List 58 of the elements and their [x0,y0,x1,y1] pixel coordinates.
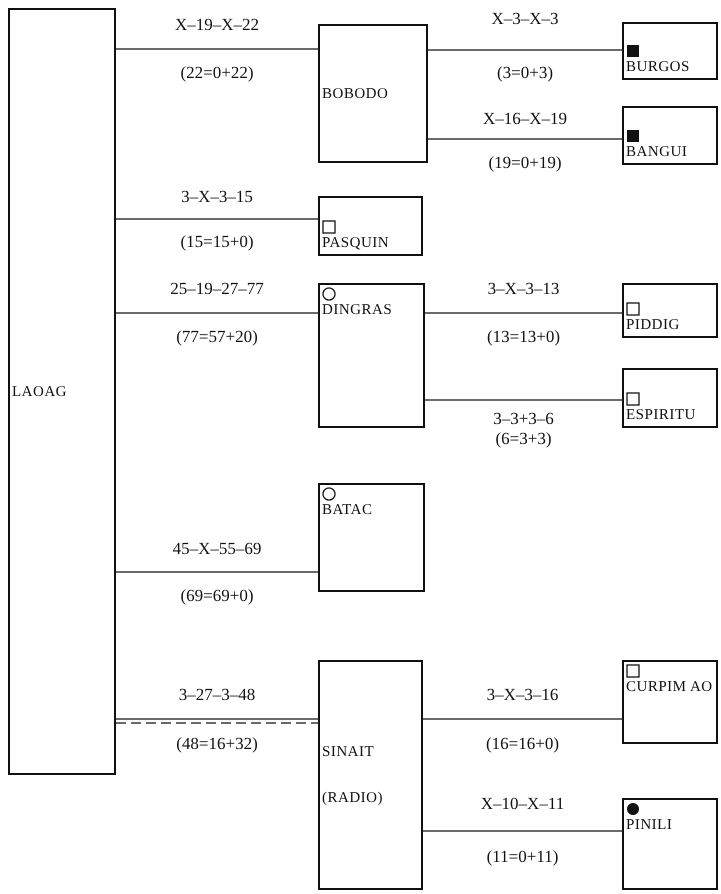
count-label: (77=57+20) [176,326,258,348]
line [116,312,318,314]
station-name: ESPIRITU [626,406,697,424]
station-box [622,22,718,80]
line [425,399,622,401]
station-box [318,660,423,890]
station-box [622,660,718,744]
station-name: BANGUI [626,143,688,161]
station-box [622,798,718,890]
edge-label: 3–27–3–48 [178,684,256,706]
edge-label: 3–X–3–13 [488,278,560,300]
edge-label: X–3–X–3 [491,8,559,30]
line [428,138,622,140]
edge-label: 45–X–55–69 [172,538,262,560]
station-name: CURPIM AO [626,678,714,696]
count-label: (13=13+0) [487,326,560,348]
line [116,48,318,50]
station-box [318,196,423,256]
station-box [622,106,718,165]
line [116,571,318,573]
count-label: (16=16+0) [486,733,559,755]
line [425,312,622,314]
station-name: DINGRAS [322,301,394,319]
count-label: (6=3+3) [496,428,552,450]
count-label: (11=0+11) [486,846,558,868]
edge-label: 3–X–3–15 [181,186,253,208]
station-box [318,283,425,428]
count-label: (3=0+3) [497,62,553,84]
edge-label: 3–3+3–6 [493,408,554,430]
station-name: PASQUIN [322,234,390,252]
edge-label: X–19–X–22 [174,14,260,36]
edge-label: 3–X–3–16 [486,684,558,706]
station-box [8,8,116,775]
line [423,830,622,832]
station-box [318,483,425,592]
station-box [318,24,428,163]
count-label: (69=69+0) [180,585,254,607]
station-name: PINILI [626,816,674,834]
edge-label: X–16–X–19 [482,108,568,130]
station-name: LAOAG [12,382,68,400]
station-name: SINAIT [322,743,376,761]
station-name: BATAC [322,501,374,519]
count-label: (19=0+19) [488,152,562,174]
station-name: BURGOS [626,58,691,76]
station-box [622,283,718,338]
edge-label: 25–19–27–77 [170,278,264,300]
count-label: (15=15+0) [180,231,254,253]
count-label: (48=16+32) [176,733,258,755]
line [116,218,318,220]
station-box [622,368,718,428]
double-line [116,718,318,724]
station-name: PIDDIG [626,316,681,334]
station-name: BOBODO [322,84,390,102]
count-label: (22=0+22) [180,62,254,84]
station-name: (RADIO) [322,789,384,807]
line [428,49,622,51]
line [423,718,622,720]
edge-label: X–10–X–11 [480,793,564,815]
